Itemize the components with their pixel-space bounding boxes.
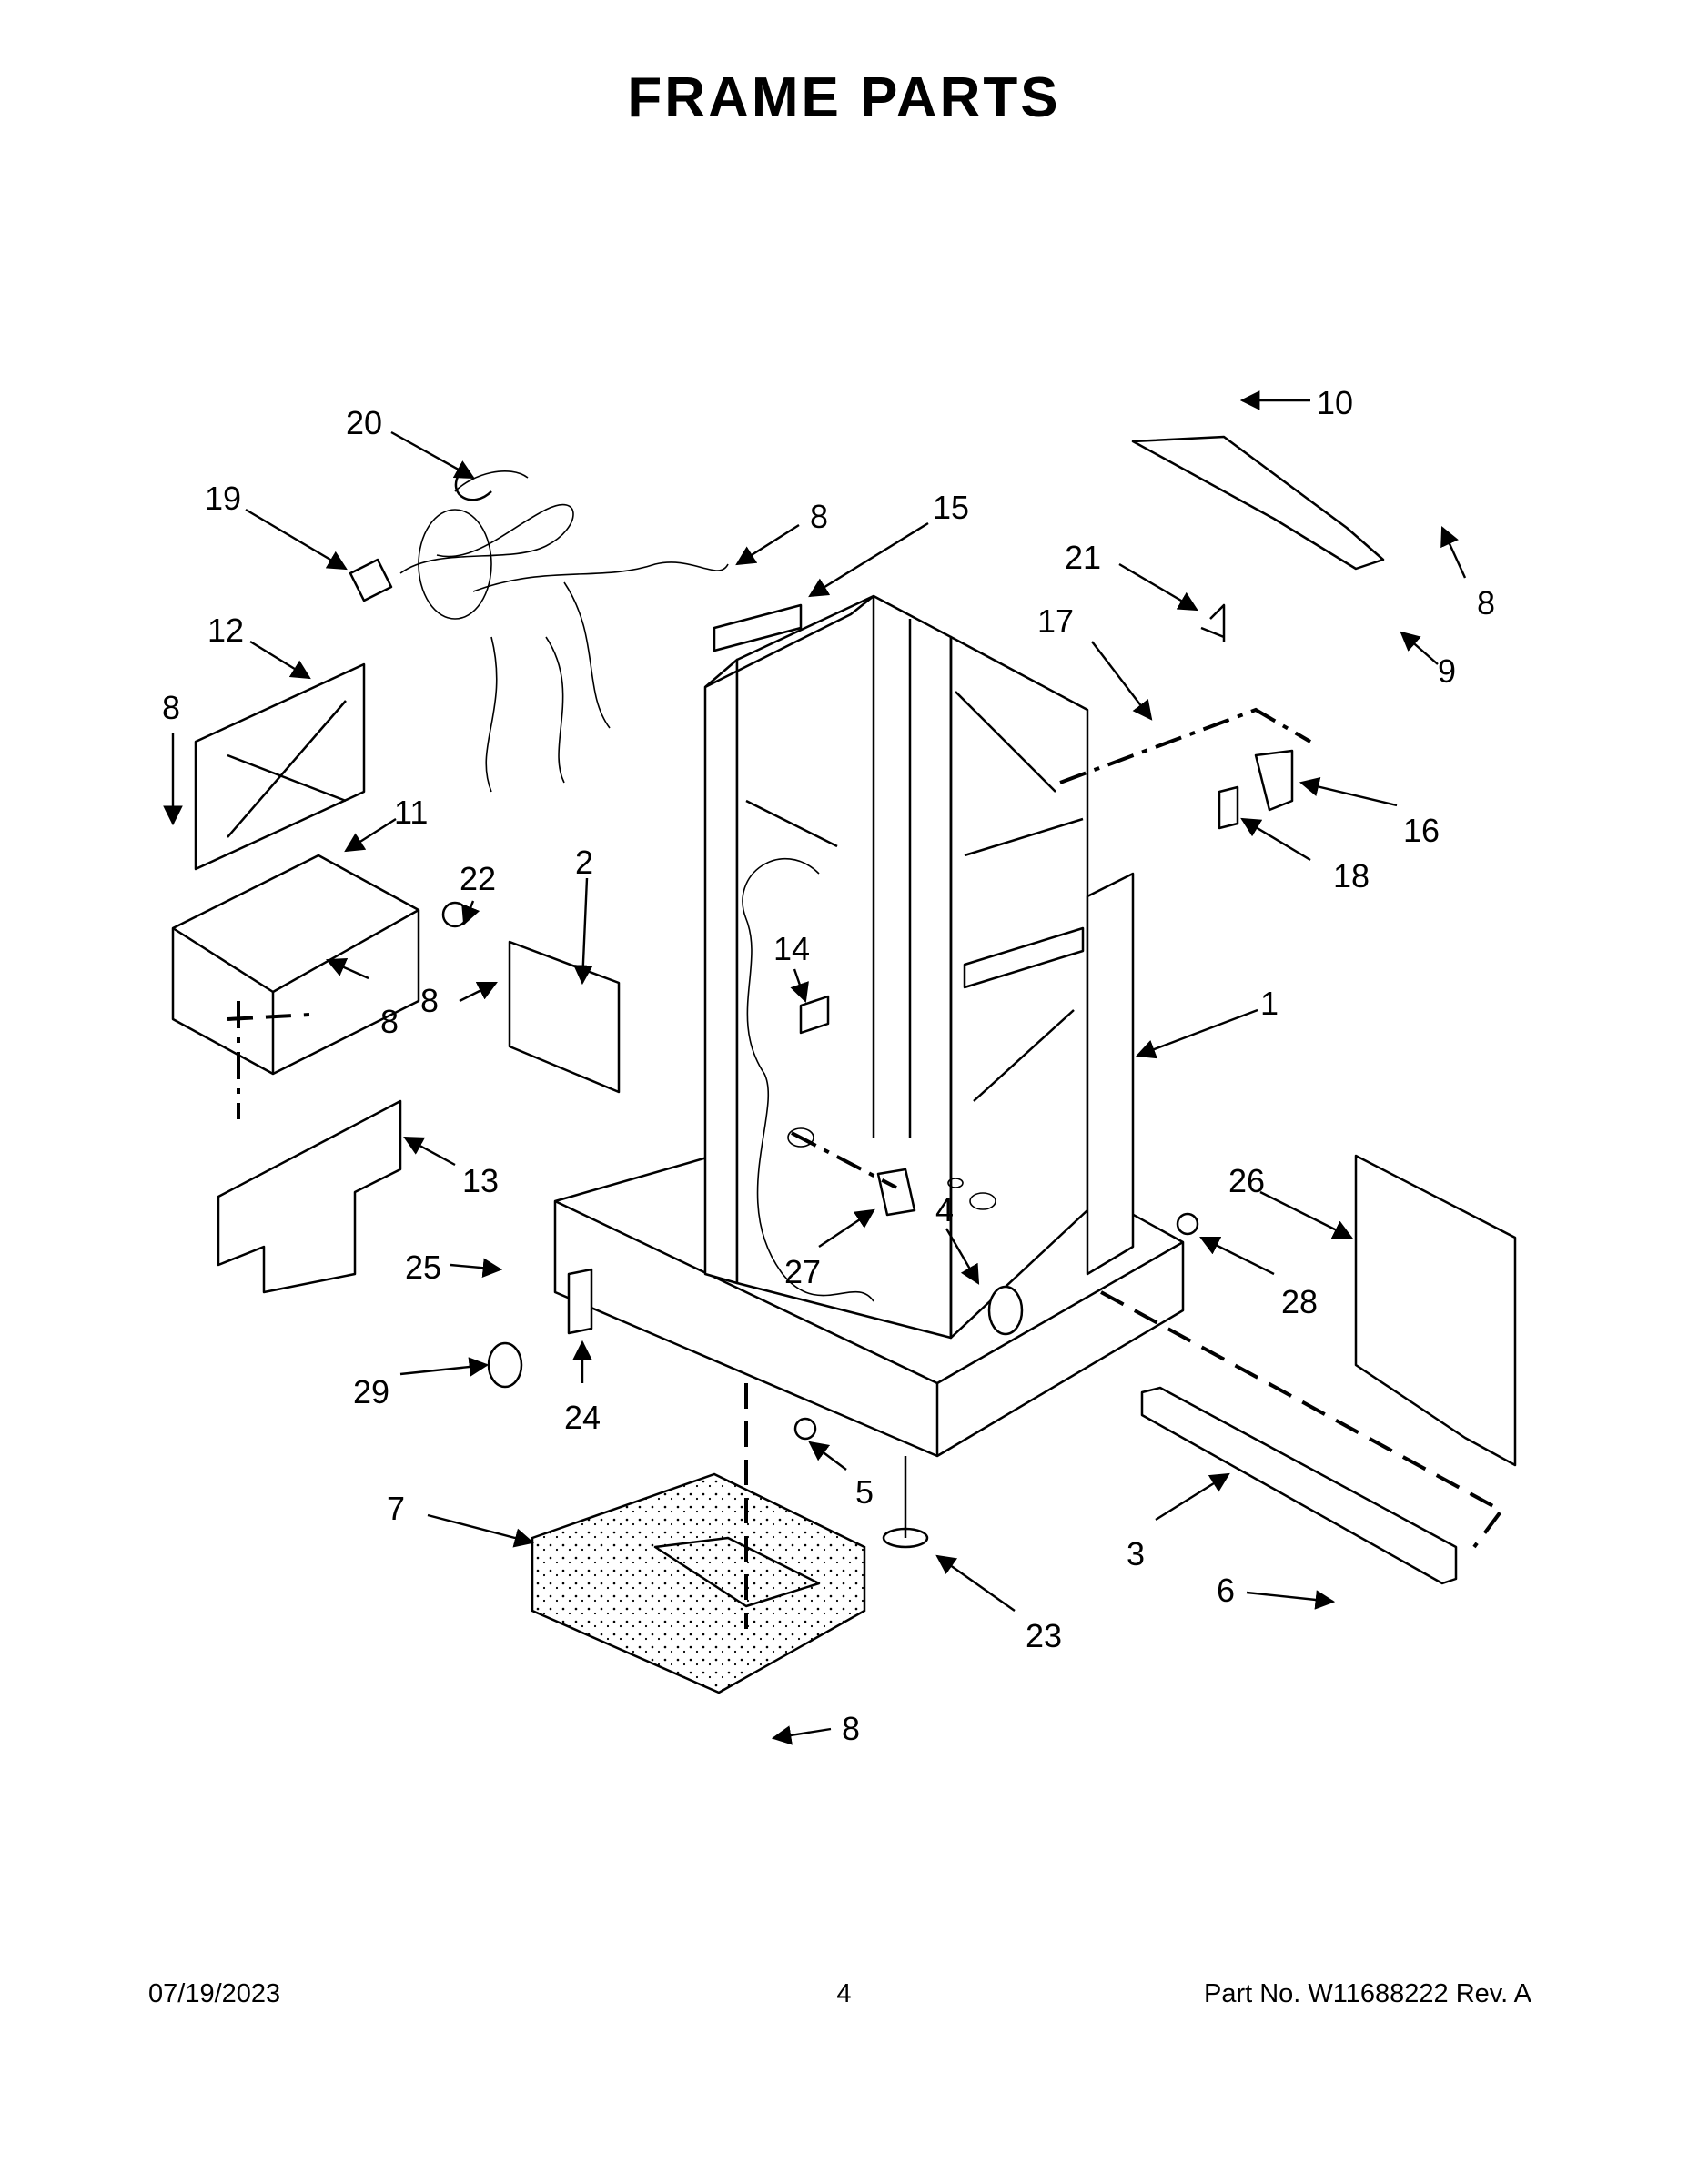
- part-13-insulation: [217, 1099, 402, 1294]
- callout-13: 13: [462, 1162, 499, 1199]
- callout-8-top: 8: [810, 498, 828, 535]
- callout-1: 1: [1260, 985, 1279, 1022]
- callout-11: 11: [394, 794, 428, 831]
- assembly-lines: [227, 707, 1504, 1629]
- part-11-cover: [171, 854, 420, 1076]
- callout-23: 23: [1026, 1617, 1062, 1654]
- part-9-top-bracket: [1131, 435, 1385, 571]
- callout-4: 4: [935, 1191, 954, 1228]
- footer-page-number: 4: [836, 1979, 852, 2008]
- callout-15: 15: [933, 489, 969, 526]
- callout-21: 21: [1065, 539, 1101, 576]
- callout-10: 10: [1317, 384, 1353, 421]
- callout-16: 16: [1403, 812, 1440, 849]
- callout-8-cover: 8: [380, 1003, 399, 1040]
- callout-18: 18: [1333, 857, 1370, 895]
- callout-5: 5: [855, 1473, 874, 1511]
- callout-9: 9: [1438, 652, 1456, 690]
- callout-27: 27: [784, 1253, 821, 1290]
- page-title: FRAME PARTS: [627, 66, 1061, 129]
- footer-part-number: Part No. W11688222 Rev. A: [1203, 1979, 1531, 2008]
- callout-26: 26: [1228, 1162, 1265, 1199]
- part-26-rear-panel: [1354, 1154, 1517, 1467]
- callout-6: 6: [1217, 1572, 1235, 1609]
- wiring-harness: [349, 470, 729, 793]
- callout-2: 2: [575, 844, 593, 881]
- callout-3: 3: [1127, 1535, 1145, 1572]
- part-12-panel: [194, 662, 366, 871]
- callout-8-bracket: 8: [420, 982, 439, 1019]
- leader-arrows: [163, 390, 1467, 1745]
- main-frame: [553, 594, 1185, 1458]
- part-3-rail: [1140, 1386, 1458, 1585]
- callout-17: 17: [1037, 602, 1074, 640]
- callout-25: 25: [405, 1249, 441, 1286]
- callout-19: 19: [205, 480, 241, 517]
- callout-14: 14: [773, 930, 810, 967]
- callout-7: 7: [387, 1490, 405, 1527]
- fasteners: [441, 472, 1294, 1549]
- callout-24: 24: [564, 1399, 601, 1436]
- callout-8-left: 8: [162, 689, 180, 726]
- callout-8-right: 8: [1477, 584, 1495, 622]
- callout-28: 28: [1281, 1283, 1318, 1320]
- part-2-bracket: [508, 940, 621, 1094]
- callout-20: 20: [346, 404, 382, 441]
- part-7-base-pan: [531, 1472, 866, 1694]
- callout-8-bottom: 8: [842, 1710, 860, 1747]
- footer-date: 07/19/2023: [148, 1979, 281, 2008]
- callout-22: 22: [460, 860, 496, 897]
- callout-29: 29: [353, 1373, 389, 1410]
- callout-12: 12: [207, 612, 244, 649]
- callout-labels: 1 2 3 4 5 6 7 8 8 8 8 8 8 9 10 11 12 13 …: [162, 384, 1495, 1747]
